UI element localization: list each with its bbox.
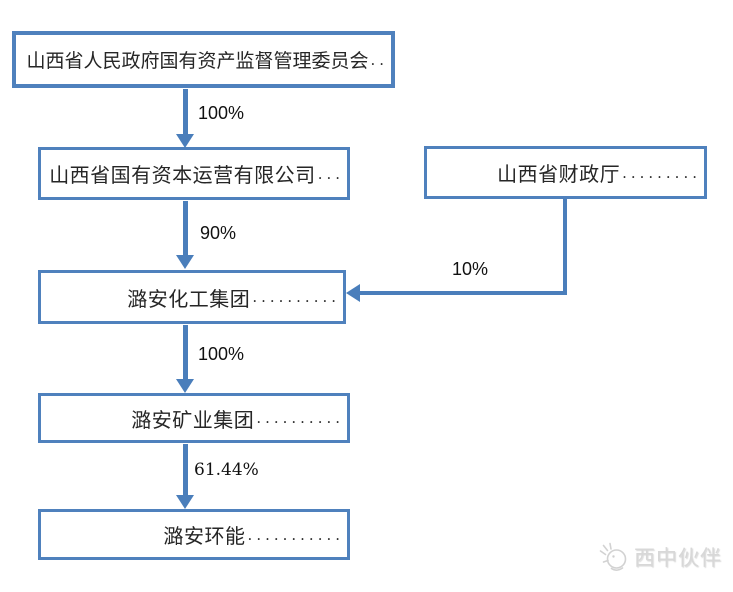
- arrow-down-icon: [176, 134, 194, 148]
- arrow-sasac-to-capital: [183, 89, 188, 134]
- leader-dots: ··········: [256, 413, 344, 431]
- node-luan-chemical-group: 潞安化工集团··········: [38, 270, 346, 324]
- edge-label-capital-chem: 90%: [200, 223, 237, 243]
- node-finance-department-label: 山西省财政厅: [497, 162, 621, 186]
- arrow-down-icon: [176, 495, 194, 509]
- leader-dots: ···: [317, 168, 344, 187]
- leader-dots: ··········: [252, 292, 340, 310]
- node-capital-operation-label: 山西省国有资本运营有限公司: [49, 163, 316, 187]
- connector-finance-horizontal: [358, 291, 567, 295]
- node-luan-chemical-group-label: 潞安化工集团: [127, 286, 251, 311]
- edge-label-finance-chem: 10%: [452, 259, 489, 279]
- edge-label-mining-huanneng: 61.44%: [194, 460, 259, 480]
- watermark: 西中伙伴: [597, 541, 722, 573]
- node-sasac: 山西省人民政府国有资产监督管理委员会··: [12, 31, 395, 88]
- arrow-down-icon: [176, 379, 194, 393]
- arrow-left-icon: [346, 284, 360, 302]
- watermark-text: 西中伙伴: [634, 546, 722, 570]
- node-capital-operation: 山西省国有资本运营有限公司···: [38, 147, 350, 200]
- arrow-mining-to-huanneng: [183, 444, 188, 495]
- node-luan-mining-group: 潞安矿业集团··········: [38, 393, 350, 443]
- arrow-capital-to-chem: [183, 201, 188, 255]
- edge-label-chem-mining: 100%: [198, 344, 245, 364]
- arrow-chem-to-mining: [183, 325, 188, 379]
- leader-dots: ···········: [247, 529, 344, 548]
- leader-dots: ·········: [622, 167, 701, 186]
- node-luan-huanneng: 潞安环能···········: [38, 509, 350, 560]
- arrow-down-icon: [176, 255, 194, 269]
- leader-dots: ··: [370, 54, 388, 73]
- node-finance-department: 山西省财政厅·········: [424, 146, 707, 199]
- node-luan-huanneng-label: 潞安环能: [163, 524, 246, 548]
- bird-sketch-icon: [597, 541, 631, 573]
- connector-finance-vertical: [563, 199, 567, 295]
- node-sasac-label: 山西省人民政府国有资产监督管理委员会: [26, 50, 369, 72]
- edge-label-sasac-capital: 100%: [198, 103, 245, 123]
- node-luan-mining-group-label: 潞安矿业集团: [131, 407, 255, 432]
